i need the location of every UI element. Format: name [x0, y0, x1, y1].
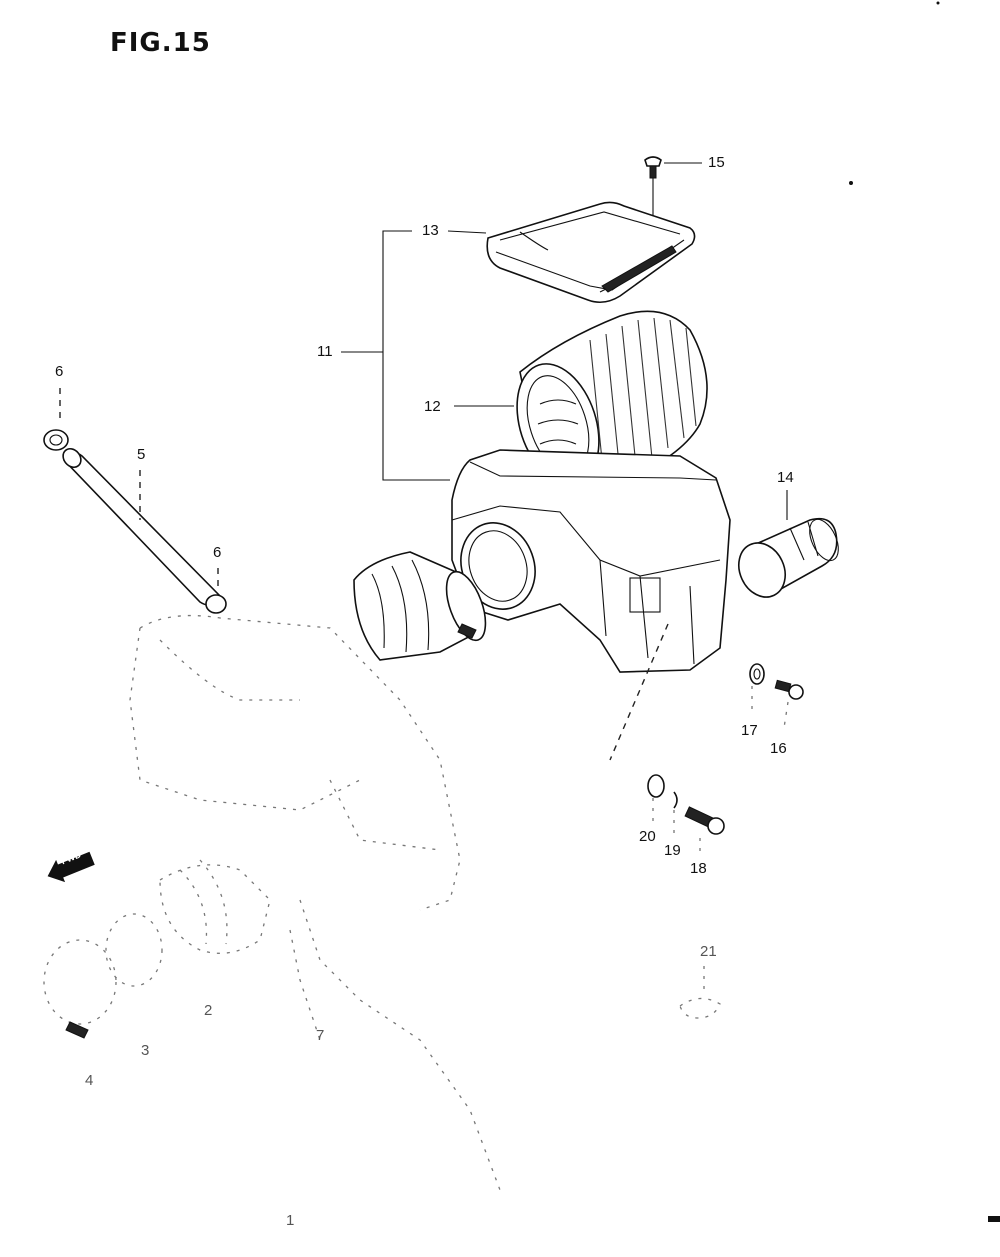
callout-11: 11 — [317, 343, 333, 360]
callout-4: 4 — [85, 1072, 94, 1089]
part-18-bolt — [684, 806, 725, 858]
callout-12: 12 — [424, 398, 441, 415]
part-13-cover — [447, 201, 696, 304]
part-5-hose — [62, 447, 221, 606]
callout-6-lower: 6 — [213, 544, 222, 561]
callout-6-upper: 6 — [55, 363, 64, 380]
part-3-seal-ring — [105, 913, 163, 987]
callout-3: 3 — [141, 1042, 150, 1059]
callout-13: 13 — [422, 222, 439, 239]
callout-15: 15 — [708, 154, 725, 171]
air-cleaner-case — [451, 449, 731, 761]
intake-boot — [353, 551, 487, 661]
figure-title: FIG.15 — [110, 28, 211, 58]
part-20-washer — [647, 774, 665, 826]
part-21-clip — [679, 966, 721, 1019]
part-2-intake-pipe — [159, 859, 271, 954]
part-6-clamp-lower — [205, 568, 227, 614]
part-6-clamp-upper — [43, 388, 69, 451]
part-16-bolt — [774, 679, 804, 729]
callout-14: 14 — [777, 469, 794, 486]
part-14-outlet-tube — [738, 490, 839, 598]
callout-19: 19 — [664, 842, 681, 859]
callout-11-bracket — [341, 230, 450, 481]
callout-7: 7 — [316, 1027, 325, 1044]
callout-5: 5 — [137, 446, 146, 463]
part-4-clamp-band — [43, 939, 117, 1039]
callout-2: 2 — [204, 1002, 213, 1019]
callout-20: 20 — [639, 828, 656, 845]
page-marks — [849, 1, 1000, 1222]
callout-21: 21 — [700, 943, 717, 960]
part-19-lockwasher — [673, 791, 678, 836]
callout-17: 17 — [741, 722, 758, 739]
callout-1: 1 — [286, 1212, 295, 1229]
faint-frame-outline — [129, 614, 501, 1191]
fwd-direction-arrow — [47, 851, 95, 883]
callout-18: 18 — [690, 860, 707, 877]
part-17-washer — [749, 663, 765, 710]
callout-16: 16 — [770, 740, 787, 757]
